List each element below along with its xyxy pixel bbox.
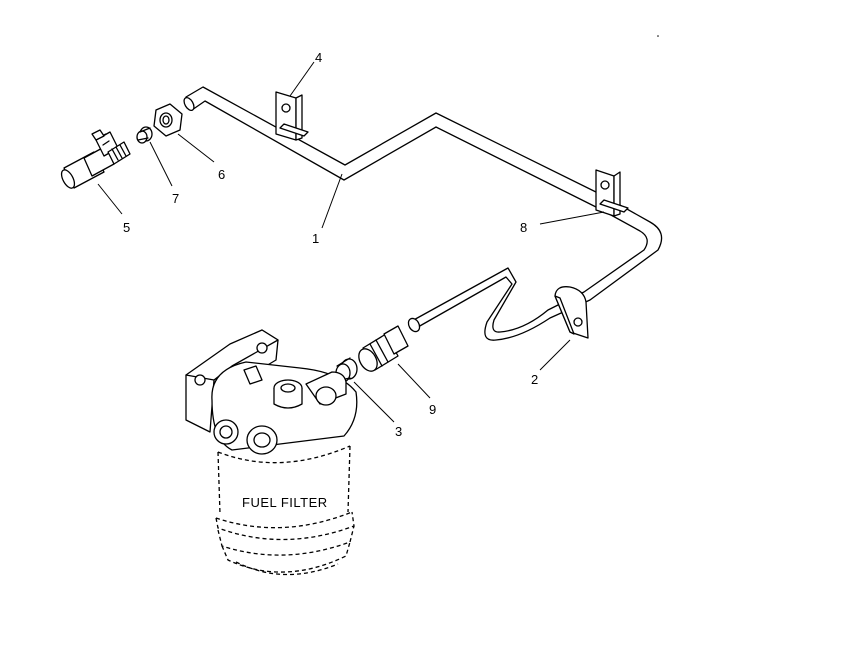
fuel-filter: FUEL FILTER [185, 329, 358, 576]
leader-lines [97, 61, 605, 423]
callout-1: 1 [312, 231, 319, 246]
callout-3: 3 [395, 424, 402, 439]
leader-5 [97, 183, 123, 215]
leader-1 [321, 173, 343, 229]
connector-nut [358, 325, 409, 372]
hex-nut [153, 103, 183, 137]
clip-bracket-top [275, 91, 309, 141]
callout-7: 7 [172, 191, 179, 206]
pipe-clamp [554, 286, 589, 339]
leader-7 [149, 141, 173, 187]
callout-4: 4 [315, 50, 322, 65]
callout-5: 5 [123, 220, 130, 235]
leader-9 [397, 363, 431, 399]
leader-3 [353, 381, 395, 423]
leader-2 [539, 339, 571, 371]
callouts: 1 2 3 4 5 6 7 8 9 [123, 50, 538, 439]
clip-bracket-right [595, 169, 629, 217]
leader-6 [177, 133, 215, 163]
leader-4 [289, 61, 315, 97]
speck-mark [657, 35, 659, 37]
fitting-assembly [60, 129, 131, 189]
leader-8 [539, 211, 605, 225]
callout-2: 2 [531, 372, 538, 387]
fuel-filter-label: FUEL FILTER [242, 495, 328, 510]
sleeve-ring [136, 126, 153, 144]
fuel-pipe [183, 86, 663, 341]
callout-8: 8 [520, 220, 527, 235]
callout-6: 6 [218, 167, 225, 182]
callout-9: 9 [429, 402, 436, 417]
